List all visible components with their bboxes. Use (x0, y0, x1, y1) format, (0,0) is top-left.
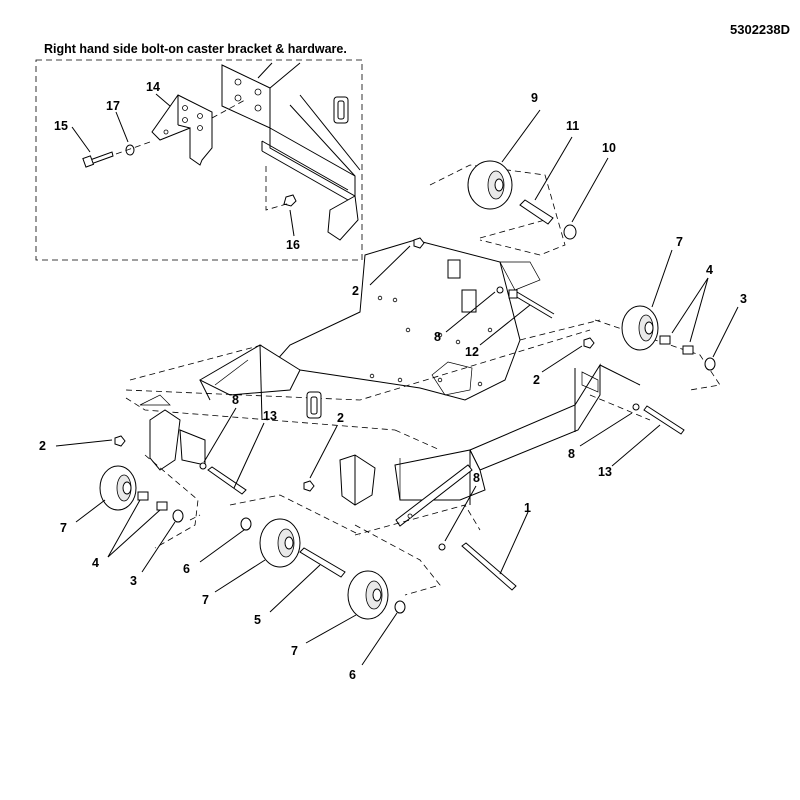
callout-2-mid: 2 (337, 411, 344, 425)
callout-8-front: 8 (473, 471, 480, 485)
callout-2-left: 2 (39, 439, 46, 453)
bushing (704, 357, 716, 371)
callout-10: 10 (602, 141, 616, 155)
washer (496, 286, 504, 294)
bushing (172, 509, 184, 523)
spacer (156, 501, 168, 511)
callout-13-right: 13 (598, 465, 612, 479)
callout-6-left: 6 (183, 562, 190, 576)
callout-3-left: 3 (130, 574, 137, 588)
nut (283, 194, 297, 207)
bolt (643, 405, 685, 435)
callout-7-front-b: 7 (291, 644, 298, 658)
callout-7-right: 7 (676, 235, 683, 249)
callout-15: 15 (54, 119, 68, 133)
callout-4-right: 4 (706, 263, 713, 277)
inset-deck-frame (221, 62, 361, 241)
caster-wheel-right (621, 305, 659, 351)
document-id: 5302238D (730, 22, 790, 37)
spacer (137, 491, 149, 501)
callout-8-right: 8 (568, 447, 575, 461)
caster-wheel-front-b (347, 570, 389, 620)
caster-wheel-left (99, 465, 137, 511)
callout-9: 9 (531, 91, 538, 105)
callout-16: 16 (286, 238, 300, 252)
washer (125, 144, 135, 156)
leader-lines (55, 109, 739, 666)
mower-deck (125, 164, 721, 596)
callout-2-right: 2 (533, 373, 540, 387)
callout-17: 17 (106, 99, 120, 113)
spacer (659, 335, 671, 345)
callout-5: 5 (254, 613, 261, 627)
callout-3-right: 3 (740, 292, 747, 306)
nut (114, 435, 126, 447)
callout-11: 11 (566, 119, 579, 133)
nut (583, 337, 595, 349)
caster-wheel-front-a (259, 518, 301, 568)
callout-8-top: 8 (434, 330, 441, 344)
nut (413, 237, 425, 249)
washer (394, 600, 406, 614)
callout-13-left: 13 (263, 409, 277, 423)
bolt (508, 289, 555, 319)
washer (240, 517, 252, 531)
bolt (82, 151, 114, 168)
spacer (682, 345, 694, 355)
callout-1: 1 (524, 501, 531, 515)
bolt (461, 542, 517, 591)
inset-title: Right hand side bolt-on caster bracket &… (44, 42, 347, 56)
inset-border (35, 59, 363, 261)
axle (299, 547, 346, 578)
inset-panel: Right hand side bolt-on caster bracket &… (35, 42, 363, 261)
washer (438, 543, 446, 551)
washer (199, 462, 207, 470)
callout-7-left: 7 (60, 521, 67, 535)
caster-bracket (151, 94, 213, 166)
axle (519, 199, 554, 225)
caster-wheel-top (467, 160, 513, 210)
callout-12: 12 (465, 345, 479, 359)
callout-4-left: 4 (92, 556, 99, 570)
callout-8-left: 8 (232, 393, 239, 407)
washer (632, 403, 640, 411)
callout-14: 14 (146, 80, 160, 94)
bushing (563, 224, 577, 240)
callout-2-top: 2 (352, 284, 359, 298)
callout-6-front: 6 (349, 668, 356, 682)
bolt (207, 466, 247, 495)
nut (303, 480, 315, 492)
callout-7-front-a: 7 (202, 593, 209, 607)
